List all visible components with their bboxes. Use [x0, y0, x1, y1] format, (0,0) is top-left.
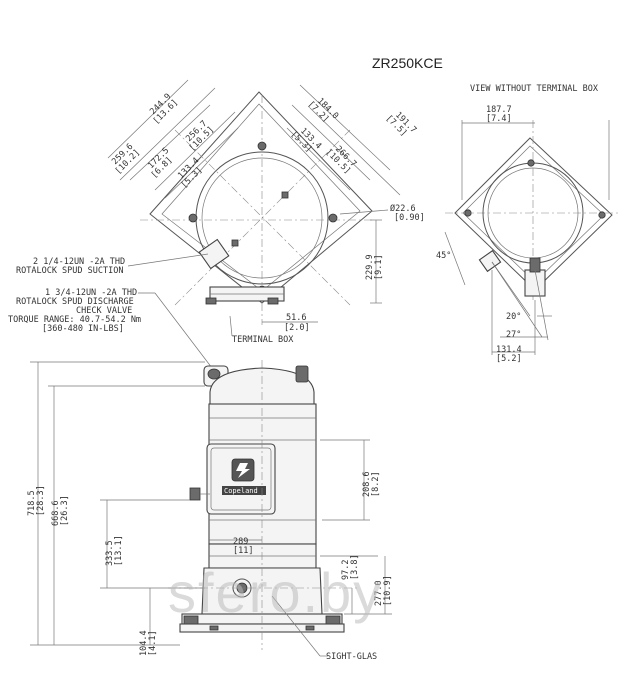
svg-text:[8.2]: [8.2] — [371, 471, 381, 497]
svg-text:[13.1]: [13.1] — [114, 535, 124, 566]
svg-text:97.2: 97.2 — [341, 560, 351, 580]
svg-text:51.6: 51.6 — [286, 313, 306, 323]
svg-text:[7.4]: [7.4] — [486, 114, 512, 124]
svg-text:[3.8]: [3.8] — [350, 554, 360, 580]
svg-text:131.4: 131.4 — [496, 345, 522, 355]
svg-text:229.9: 229.9 — [365, 254, 375, 280]
svg-text:TORQUE RANGE: 40.7-54.2 Nm: TORQUE RANGE: 40.7-54.2 Nm — [8, 315, 141, 325]
svg-text:45°: 45° — [436, 251, 451, 261]
side-elevation-dim-text: 718.5 [28.3] 668.6 [26.3] 333.5 [13.1] 1… — [27, 471, 393, 662]
svg-text:256.7[10.5]: 256.7[10.5] — [181, 118, 216, 153]
svg-text:259.6[10.2]: 259.6[10.2] — [107, 141, 142, 176]
svg-text:184.0[7.2]: 184.0[7.2] — [306, 93, 341, 128]
svg-text:333.5: 333.5 — [105, 540, 115, 566]
view-without-terminal-box: VIEW WITHOUT TERMINAL BOX 187.7 [7.4] 45… — [436, 84, 620, 364]
svg-text:[9.1]: [9.1] — [374, 254, 384, 280]
fitting-callouts: 2 1/4-12UN -2A THD ROTALOCK SPUD SUCTION… — [8, 257, 294, 345]
svg-text:27°: 27° — [506, 330, 521, 340]
svg-text:[2.0]: [2.0] — [284, 323, 310, 333]
svg-text:[11]: [11] — [233, 546, 253, 556]
svg-text:104.4: 104.4 — [139, 630, 149, 656]
svg-text:244.9[13.6]: 244.9[13.6] — [145, 91, 180, 126]
svg-text:[5.2]: [5.2] — [496, 354, 522, 364]
svg-text:718.5: 718.5 — [27, 490, 37, 516]
svg-text:ROTALOCK SPUD SUCTION: ROTALOCK SPUD SUCTION — [16, 266, 123, 276]
svg-text:Ø22.6: Ø22.6 — [390, 203, 416, 214]
svg-text:[26.3]: [26.3] — [60, 495, 70, 526]
svg-text:289: 289 — [233, 537, 248, 547]
svg-text:VIEW WITHOUT TERMINAL BOX: VIEW WITHOUT TERMINAL BOX — [470, 84, 599, 94]
side-elevation: Copeland — [168, 360, 360, 650]
svg-text:20°: 20° — [506, 312, 521, 322]
svg-text:ROTALOCK SPUD DISCHARGE: ROTALOCK SPUD DISCHARGE — [16, 297, 134, 307]
svg-text:187.7: 187.7 — [486, 105, 512, 115]
svg-text:266.7[10.5]: 266.7[10.5] — [324, 141, 359, 176]
svg-text:[360-480 IN-LBS]: [360-480 IN-LBS] — [42, 324, 124, 334]
svg-text:Copeland: Copeland — [224, 487, 258, 495]
top-view-dimensions — [107, 79, 401, 369]
svg-text:[0.90]: [0.90] — [394, 213, 425, 223]
svg-text:2 1/4-12UN -2A THD: 2 1/4-12UN -2A THD — [33, 257, 125, 267]
watermark-text: sfero.by — [168, 561, 383, 624]
svg-text:172.5[6.8]: 172.5[6.8] — [143, 146, 178, 181]
top-view — [140, 91, 375, 325]
svg-text:191.7[7.5]: 191.7[7.5] — [384, 107, 419, 142]
svg-text:208.6: 208.6 — [362, 471, 372, 497]
svg-text:SIGHT-GLAS: SIGHT-GLAS — [326, 652, 377, 662]
svg-text:277.0: 277.0 — [374, 580, 384, 606]
svg-text:1 3/4-12UN -2A THD: 1 3/4-12UN -2A THD — [45, 288, 137, 298]
svg-text:[10.9]: [10.9] — [383, 575, 393, 606]
svg-text:[28.3]: [28.3] — [36, 485, 46, 516]
svg-text:CHECK VALVE: CHECK VALVE — [76, 306, 132, 316]
svg-text:TERMINAL BOX: TERMINAL BOX — [232, 335, 294, 345]
svg-text:668.6: 668.6 — [51, 500, 61, 526]
side-elevation-dimensions — [30, 361, 392, 657]
svg-text:[4.1]: [4.1] — [148, 630, 158, 656]
drawing-title: ZR250KCE — [372, 55, 443, 71]
